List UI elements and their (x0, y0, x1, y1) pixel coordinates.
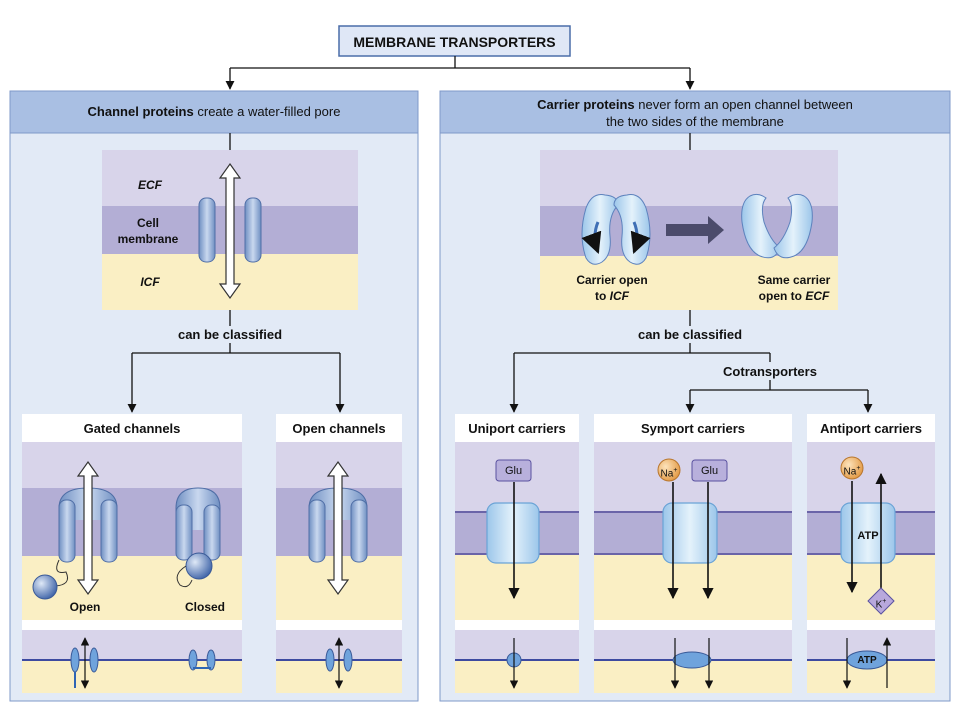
same-carrier-open-to: open to (758, 289, 802, 303)
antiport-na-label: Na+ (841, 461, 863, 480)
carrier-membrane-illustration (540, 133, 838, 326)
glu-box (495, 459, 532, 482)
carrier-open-icf-line2: to ICF (560, 288, 664, 304)
symport-carriers-title: Symport carriers (640, 421, 746, 436)
symport-na-text: Na (660, 468, 674, 480)
same-carrier-ecf-word: ECF (805, 289, 830, 303)
channel-proteins-heading-bold: Channel proteins (87, 104, 194, 119)
page-title: MEMBRANE TRANSPORTERS (353, 34, 556, 50)
double-arrow-icon (76, 460, 100, 596)
channel-proteins-heading: Channel proteins create a water-filled p… (10, 104, 418, 120)
antiport-carriers-title: Antiport carriers (820, 421, 922, 436)
antiport-panel (807, 414, 935, 693)
channel-proteins-header (9, 90, 419, 134)
carrier-classified-label: can be classified (637, 327, 743, 342)
icf-label: ICF (140, 275, 160, 289)
gate-ball-icon (32, 574, 58, 600)
closed-label: Closed (184, 600, 225, 614)
symport-na-plus: + (673, 467, 678, 474)
uniport-glu-label: Glu (504, 465, 523, 477)
cell-label: Cell (136, 216, 159, 230)
open-channels-title: Open channels (292, 421, 386, 436)
double-arrow-icon (326, 460, 350, 596)
carrier-open-to-word: to (594, 289, 607, 303)
open-channels-panel (276, 414, 402, 693)
transition-arrow-icon (666, 216, 724, 244)
title-box (338, 25, 571, 57)
channel-membrane-illustration (102, 133, 358, 326)
carrier-proteins-heading-rest: never form an open channel between (638, 97, 853, 112)
antiport-k-text: K (875, 599, 883, 611)
atp-mini-label: ATP (857, 655, 877, 666)
carrier-proteins-heading-bold: Carrier proteins (537, 97, 635, 112)
cotransporters-label: Cotransporters (723, 364, 817, 379)
symport-glu-label: Glu (700, 465, 719, 477)
gate-ball-icon (185, 552, 213, 580)
same-carrier-line2: open to ECF (742, 288, 846, 304)
antiport-k-label: K+ (870, 594, 892, 613)
antiport-k-plus: + (882, 598, 887, 605)
glu-box (691, 459, 728, 482)
symport-panel (594, 414, 792, 693)
carrier-proteins-heading-line2: the two sides of the membrane (606, 114, 784, 129)
ecf-label: ECF (138, 178, 162, 192)
same-carrier-line1: Same carrier (757, 273, 831, 287)
carrier-proteins-heading: Carrier proteins never form an open chan… (440, 97, 950, 113)
carrier-open-icf-word: ICF (609, 289, 629, 303)
antiport-na-plus: + (856, 465, 861, 472)
channel-classified-label: can be classified (177, 327, 283, 342)
double-arrow-icon (218, 162, 242, 300)
antiport-na-text: Na (843, 466, 857, 478)
open-label: Open (69, 600, 101, 614)
carrier-proteins-header (439, 90, 951, 134)
atp-label: ATP (857, 530, 879, 542)
k-ion-diamond-icon (867, 587, 895, 615)
carrier-open-icf-line1: Carrier open (576, 273, 648, 287)
na-ion-icon (840, 456, 864, 480)
gated-channels-panel (22, 414, 242, 693)
uniport-carriers-title: Uniport carriers (468, 421, 566, 436)
uniport-panel (455, 414, 579, 693)
membrane-label: membrane (117, 232, 179, 246)
na-ion-icon (657, 458, 681, 482)
channel-proteins-heading-rest: create a water-filled pore (197, 104, 341, 119)
gated-channels-title: Gated channels (83, 421, 181, 436)
symport-na-label: Na+ (658, 463, 680, 482)
